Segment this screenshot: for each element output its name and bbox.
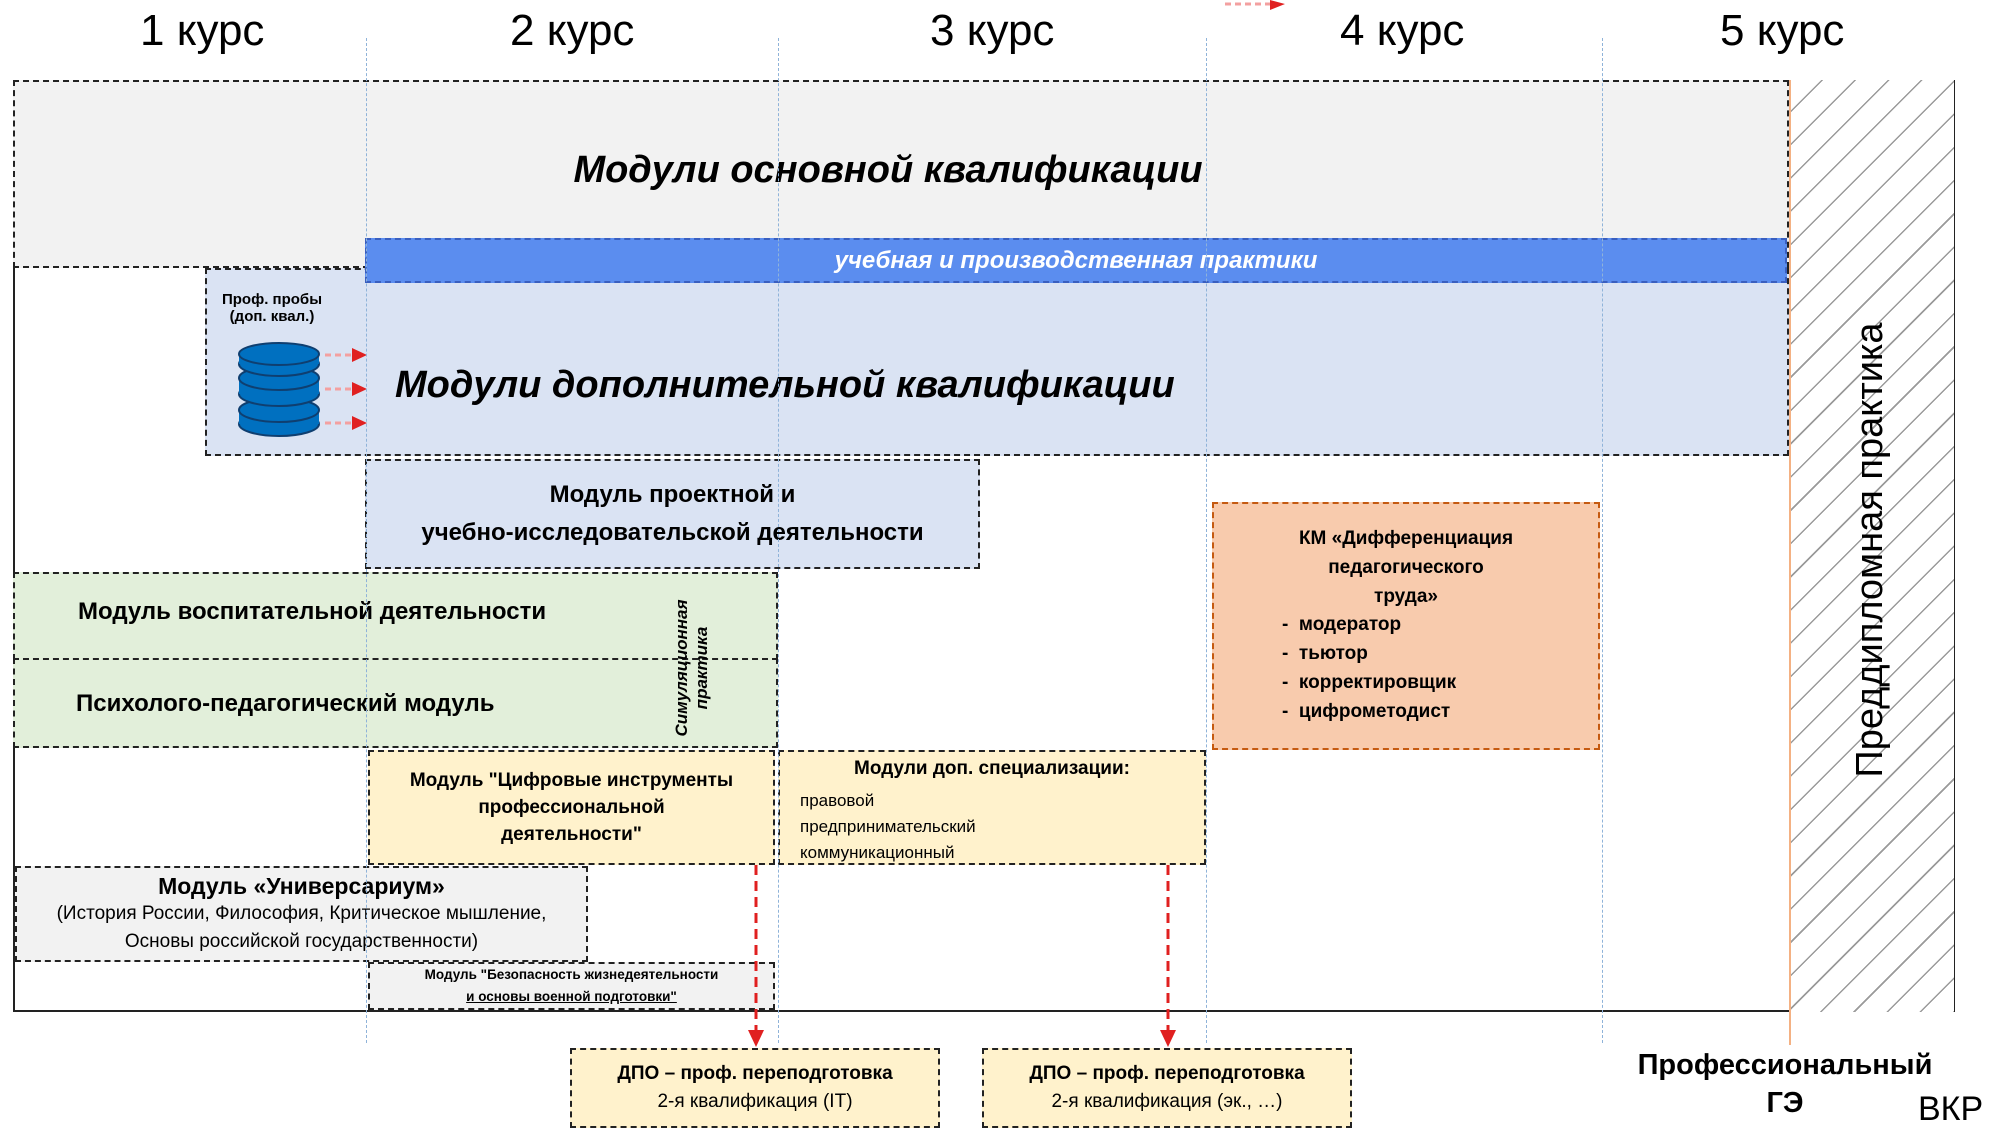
- km-role-item: - тьютор: [1282, 643, 1368, 664]
- year-5-label: 5 курс: [1720, 6, 1845, 55]
- year-3-label: 3 курс: [930, 6, 1055, 55]
- project-module-box: Модуль проектной и учебно-исследовательс…: [365, 459, 980, 569]
- digital-module-line3: деятельности": [501, 824, 642, 845]
- specialization-box: [778, 750, 1206, 865]
- km-module-title: КМ «Дифференциация педагогического труда…: [1212, 522, 1600, 612]
- safety-module-box: Модуль "Безопасность жизнедеятельности и…: [368, 962, 775, 1010]
- simulation-practice-text: Симуляционная практика: [672, 599, 711, 737]
- year-2-label: 2 курс: [510, 6, 635, 55]
- specialization-title: Модули доп. специализации:: [854, 758, 1130, 779]
- upbringing-module-title: Модуль воспитательной деятельности: [78, 598, 547, 625]
- km-role-item: - корректировщик: [1282, 672, 1457, 693]
- year-divider-4: [1602, 38, 1603, 1043]
- dpo1-arrow-icon: [748, 865, 764, 1047]
- additional-module-title: Модули дополнительной квалификации: [395, 363, 1175, 406]
- simulation-practice-label: Симуляционная практика: [664, 588, 720, 748]
- km-title-line1: КМ «Дифференциация: [1298, 527, 1514, 549]
- universarium-box: Модуль «Универсариум» (История России, Ф…: [15, 866, 588, 962]
- km-role-item: - цифрометодист: [1282, 701, 1451, 722]
- digital-module-line2: профессиональной: [478, 797, 665, 818]
- predip-hatch-area: [1790, 80, 1954, 1012]
- universarium-title: Модуль «Универсариум»: [158, 873, 445, 899]
- prof-exam-line1: Профессиональный: [1637, 1049, 1933, 1081]
- practice-bar: учебная и производственная практики: [365, 238, 1787, 283]
- project-module-line2: учебно-исследовательской деятельности: [421, 519, 924, 546]
- additional-module-box: [205, 268, 1789, 456]
- prof-exam-line2: ГЭ: [1766, 1087, 1804, 1119]
- prof-probes-label: Проф. пробы (доп. квал.): [221, 291, 323, 325]
- year-4-label: 4 курс: [1340, 6, 1465, 55]
- specialization-item: правовой: [800, 791, 875, 810]
- dpo2-box: ДПО – проф. переподготовка 2-я квалифика…: [982, 1048, 1352, 1128]
- project-module-line1: Модуль проектной и: [549, 481, 796, 508]
- year-divider-1: [366, 38, 367, 1043]
- main-module-title: Модули основной квалификации: [573, 148, 1203, 191]
- km-title-line3: труда»: [1374, 585, 1438, 607]
- dpo2-arrow-icon: [1160, 865, 1176, 1047]
- dpo1-title: ДПО – проф. переподготовка: [617, 1063, 893, 1084]
- prof-exam-label: Профессиональный ГЭ: [1600, 1044, 1970, 1124]
- specialization-list: правовой предпринимательский коммуникаци…: [800, 788, 976, 866]
- probe-arrows-icon: [325, 348, 367, 430]
- main-module-box: [13, 80, 1789, 268]
- dpo1-sub: 2-я квалификация (IT): [657, 1091, 853, 1112]
- psych-module-title: Психолого-педагогический модуль: [76, 690, 495, 717]
- specialization-item: предпринимательский: [800, 817, 976, 836]
- vkr-label: ВКР: [1918, 1090, 1984, 1128]
- predip-practice-label: Преддипломная практика: [1848, 322, 1891, 778]
- year-1-label: 1 курс: [140, 6, 265, 55]
- safety-line1: Модуль "Безопасность жизнедеятельности: [424, 967, 719, 982]
- km-role-item: - модератор: [1282, 614, 1402, 635]
- dpo2-title: ДПО – проф. переподготовка: [1029, 1063, 1305, 1084]
- universarium-line2: Основы российской государственности): [124, 931, 479, 952]
- digital-module-line1: Модуль "Цифровые инструменты: [409, 770, 734, 791]
- psych-module-box: [13, 658, 778, 748]
- km-role-list: - модератор - тьютор - корректировщик - …: [1282, 610, 1456, 726]
- top-arrow-icon: [1225, 0, 1285, 10]
- km-title-line2: педагогического: [1328, 556, 1484, 578]
- digital-module-box: Модуль "Цифровые инструменты профессиона…: [368, 750, 775, 865]
- year-divider-3: [1206, 38, 1207, 1043]
- year-divider-2: [778, 38, 779, 1043]
- km-module-box: [1212, 502, 1600, 750]
- universarium-line1: (История России, Философия, Критическое …: [56, 903, 547, 924]
- dpo1-box: ДПО – проф. переподготовка 2-я квалифика…: [570, 1048, 940, 1128]
- orange-divider-line: [1789, 80, 1791, 1045]
- database-icon: [238, 342, 320, 437]
- specialization-item: коммуникационный: [800, 843, 955, 862]
- dpo2-sub: 2-я квалификация (эк., …): [1051, 1091, 1283, 1112]
- safety-line2: и основы военной подготовки": [466, 989, 677, 1004]
